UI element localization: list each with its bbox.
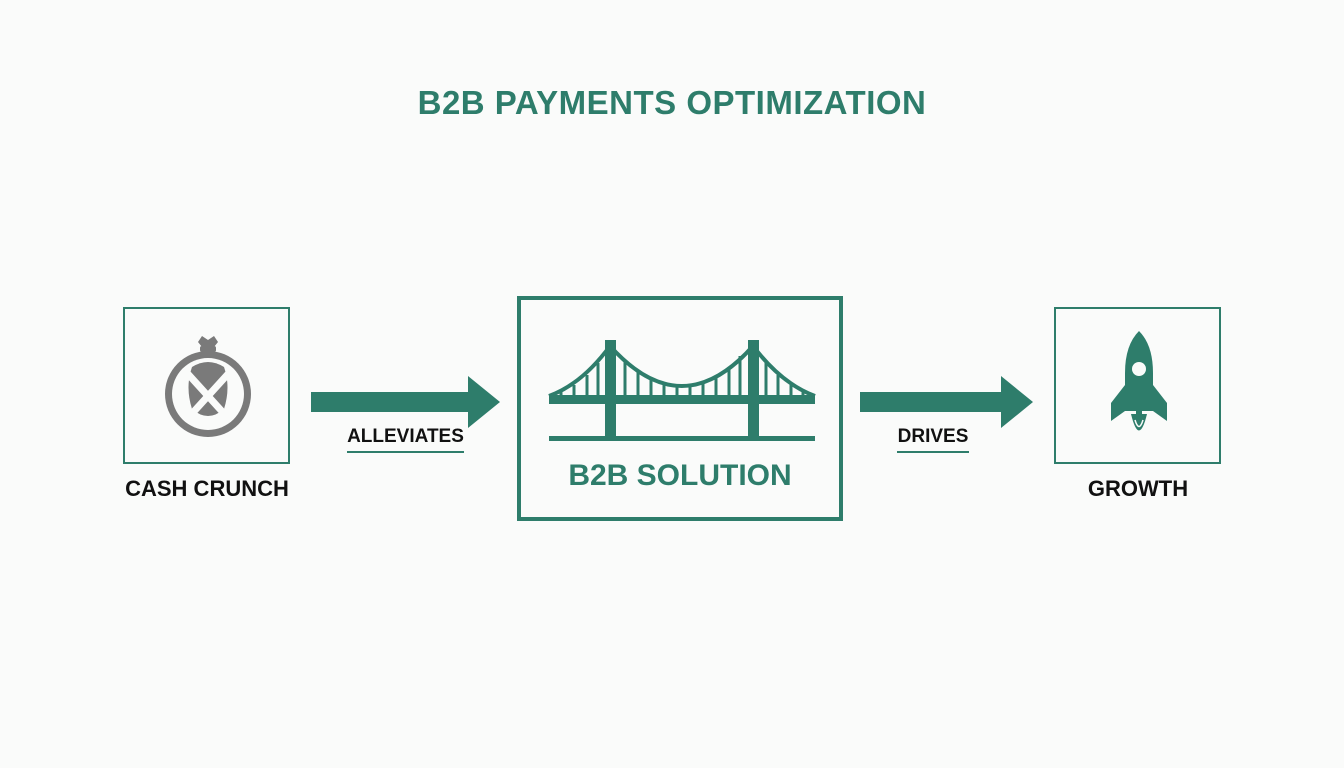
growth-node	[1054, 307, 1221, 464]
drives-arrow	[860, 376, 1033, 428]
cash-crunch-label: CASH CRUNCH	[125, 476, 289, 501]
diagram-title: B2B PAYMENTS OPTIMIZATION	[417, 84, 927, 121]
growth-label: GROWTH	[1087, 476, 1189, 501]
rocket-icon	[1111, 331, 1167, 431]
money-bag-crossed-icon	[165, 336, 251, 437]
b2b-solution-node: B2B SOLUTION	[517, 296, 843, 521]
alleviates-arrow	[311, 376, 500, 428]
cash-crunch-node	[123, 307, 290, 464]
b2b-solution-label: B2B SOLUTION	[568, 459, 792, 492]
alleviates-label: ALLEVIATES	[347, 426, 464, 453]
drives-label: DRIVES	[897, 426, 969, 453]
bridge-icon	[548, 340, 816, 441]
